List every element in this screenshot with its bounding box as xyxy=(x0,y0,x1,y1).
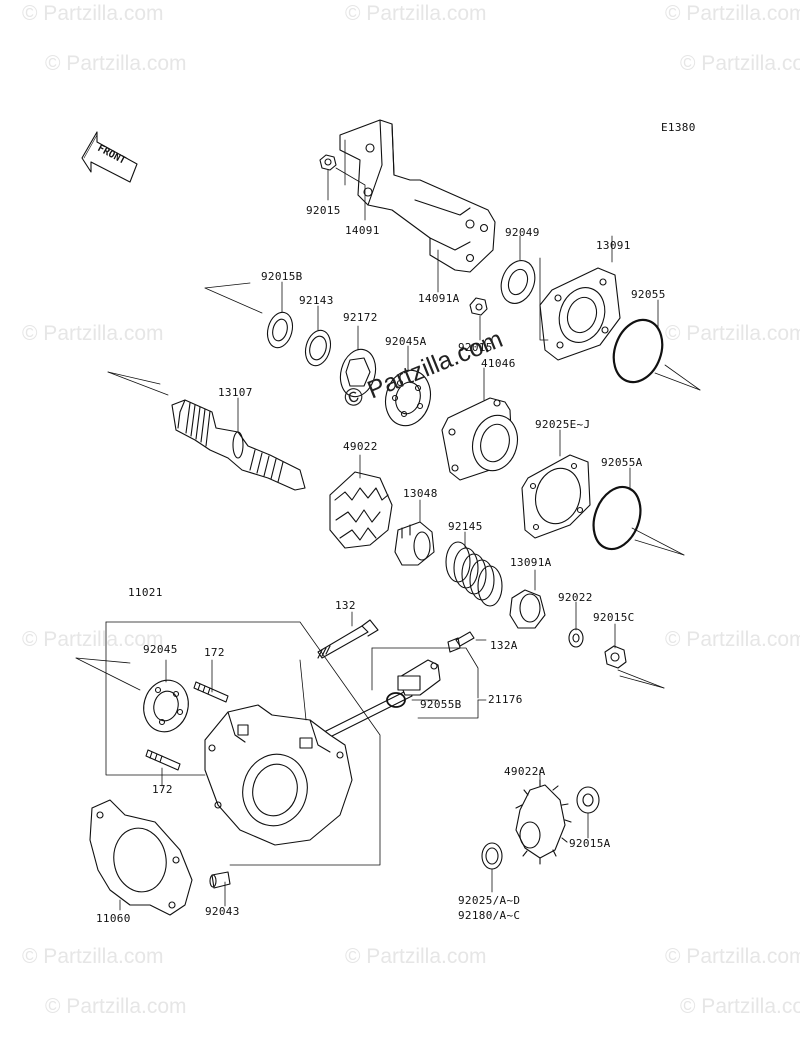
watermark-bottom-left: © Partzilla.com xyxy=(22,945,164,968)
watermark-upper-right: © Partzilla.com xyxy=(680,52,800,75)
bolt-132 xyxy=(317,619,379,659)
gear-49022a xyxy=(515,779,572,865)
cap-13091a xyxy=(509,589,546,629)
part-label-92015-middle: 92015 xyxy=(458,341,493,354)
part-label-132: 132 xyxy=(335,599,356,612)
nut-92015-top xyxy=(319,154,337,171)
holder-41046 xyxy=(441,397,519,481)
stud-172-upper xyxy=(193,681,229,703)
stud-172-lower xyxy=(145,749,181,771)
part-label-92055b: 92055B xyxy=(420,698,462,711)
watermark-footer-left: © Partzilla.com xyxy=(45,995,187,1018)
shim-92025-a-d xyxy=(481,842,503,870)
oring-92055a xyxy=(592,485,642,551)
nut-92015c xyxy=(604,645,627,669)
gasket-11060 xyxy=(89,799,193,916)
part-label-92180-a-c: 92180/A~C xyxy=(458,909,521,922)
oring-92055 xyxy=(612,318,664,384)
watermark-bottom-right: © Partzilla.com xyxy=(665,945,800,968)
part-label-49022: 49022 xyxy=(343,440,378,453)
watermark-top-center: © Partzilla.com xyxy=(345,2,487,25)
bolt-132a xyxy=(447,631,475,653)
bearing-92045 xyxy=(143,679,189,733)
part-label-172-lower: 172 xyxy=(152,783,173,796)
watermark-bottom-center: © Partzilla.com xyxy=(345,945,487,968)
watermark-top-right: © Partzilla.com xyxy=(665,2,800,25)
gear-case-11021 xyxy=(204,704,353,846)
bearing-92045a xyxy=(384,369,432,427)
dowel-92043 xyxy=(209,871,231,889)
part-label-92049: 92049 xyxy=(505,226,540,239)
bracket-14091 xyxy=(339,119,496,273)
part-label-92143: 92143 xyxy=(299,294,334,307)
part-label-11060: 11060 xyxy=(96,912,131,925)
part-label-14091a: 14091A xyxy=(418,292,460,305)
part-label-92045a: 92045A xyxy=(385,335,427,348)
part-label-92025-a-d: 92025/A~D xyxy=(458,894,521,907)
part-label-172-upper: 172 xyxy=(204,646,225,659)
part-label-13048: 13048 xyxy=(403,487,438,500)
part-label-92025e-j: 92025E~J xyxy=(535,418,591,431)
watermark-mid-left: © Partzilla.com xyxy=(22,322,164,345)
nut-92015-middle xyxy=(469,297,488,316)
part-label-92015a: 92015A xyxy=(569,837,611,850)
housing-13091 xyxy=(539,267,621,361)
bevel-gear-49022 xyxy=(329,471,393,549)
part-label-92172: 92172 xyxy=(343,311,378,324)
gasket-92025e xyxy=(521,454,591,539)
part-label-92055: 92055 xyxy=(631,288,666,301)
part-label-13107: 13107 xyxy=(218,386,253,399)
part-label-13091: 13091 xyxy=(596,239,631,252)
watermark-lower-left: © Partzilla.com xyxy=(22,628,164,651)
sleeve-13048 xyxy=(394,521,435,566)
part-label-92045: 92045 xyxy=(143,643,178,656)
shim-92143 xyxy=(304,329,332,367)
watermark-upper-left: © Partzilla.com xyxy=(45,52,187,75)
part-label-92015b: 92015B xyxy=(261,270,303,283)
spring-92145 xyxy=(445,541,503,607)
watermark-top-left: © Partzilla.com xyxy=(22,2,164,25)
part-label-13091a: 13091A xyxy=(510,556,552,569)
seal-92049 xyxy=(500,260,536,304)
part-label-21176: 21176 xyxy=(488,693,523,706)
part-label-92043: 92043 xyxy=(205,905,240,918)
ring-92172 xyxy=(339,348,377,398)
part-label-92015-top: 92015 xyxy=(306,204,341,217)
part-label-92015c: 92015C xyxy=(593,611,635,624)
part-label-41046: 41046 xyxy=(481,357,516,370)
part-label-92022: 92022 xyxy=(558,591,593,604)
part-label-11021: 11021 xyxy=(128,586,163,599)
nut-92015a xyxy=(576,786,600,814)
watermark-footer-right: © Partzilla.com xyxy=(680,995,800,1018)
ring-92015b xyxy=(266,311,294,349)
watermark-lower-right: © Partzilla.com xyxy=(665,628,800,651)
oring-92055b xyxy=(386,692,406,708)
part-label-132a: 132A xyxy=(490,639,518,652)
washer-92022 xyxy=(568,628,584,648)
leader-lines xyxy=(75,139,701,911)
part-label-14091: 14091 xyxy=(345,224,380,237)
front-arrow-icon xyxy=(81,131,138,183)
part-label-92145: 92145 xyxy=(448,520,483,533)
diagram-code: E1380 xyxy=(661,121,696,134)
shaft-13107 xyxy=(171,399,306,491)
part-label-92055a: 92055A xyxy=(601,456,643,469)
part-label-49022a: 49022A xyxy=(504,765,546,778)
watermark-mid-right: © Partzilla.com xyxy=(665,322,800,345)
